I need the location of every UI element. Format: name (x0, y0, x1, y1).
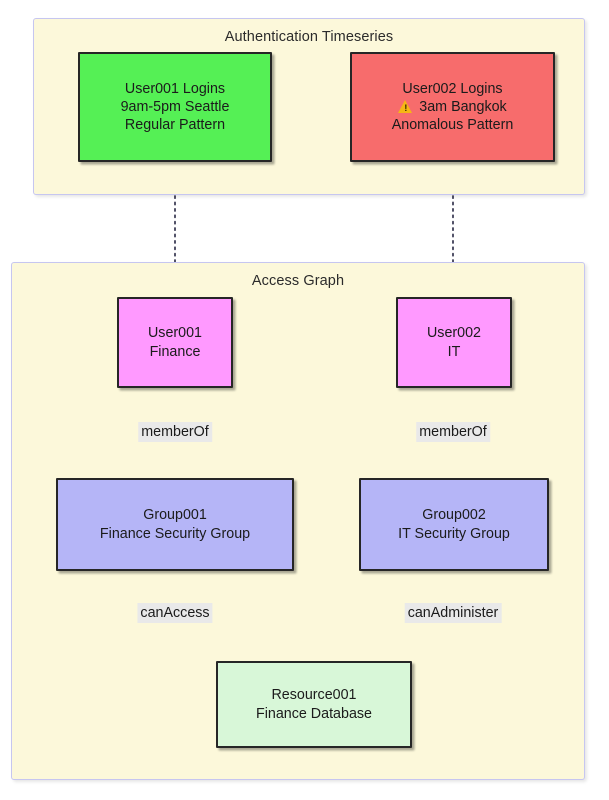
edge-label-canadminister: canAdminister (404, 603, 502, 623)
node-user001-line-2: Finance (149, 343, 201, 360)
warning-triangle-icon: ! (398, 99, 413, 114)
node-user002-logins-line-2-text: 3am Bangkok (419, 98, 507, 115)
node-group002[interactable]: Group002 IT Security Group (359, 478, 549, 571)
node-user002-logins-line-1: User002 Logins (402, 80, 503, 97)
node-user002-line-2: IT (447, 343, 461, 360)
node-group002-line-2: IT Security Group (398, 525, 510, 542)
subgraph-title-access-graph: Access Graph (251, 273, 345, 289)
subgraph-title-authentication-timeseries: Authentication Timeseries (224, 29, 394, 45)
node-user001[interactable]: User001 Finance (117, 297, 233, 388)
node-resource001[interactable]: Resource001 Finance Database (216, 661, 412, 748)
edge-label-memberof-right: memberOf (416, 422, 490, 442)
node-group002-line-1: Group002 (422, 507, 486, 524)
node-user002-logins[interactable]: User002 Logins ! 3am Bangkok Anomalous P… (350, 52, 555, 162)
node-user002-logins-line-2: ! 3am Bangkok (398, 98, 507, 116)
node-group001[interactable]: Group001 Finance Security Group (56, 478, 294, 571)
edge-label-memberof-left: memberOf (138, 422, 212, 442)
node-user001-logins-line-1: User001 Logins (124, 80, 226, 97)
node-resource001-line-2: Finance Database (255, 705, 373, 722)
edge-label-canaccess: canAccess (137, 603, 213, 623)
node-user002-logins-line-3: Anomalous Pattern (391, 117, 514, 134)
node-user001-logins-line-3: Regular Pattern (124, 117, 226, 134)
node-user002-line-1: User002 (426, 325, 482, 342)
node-user002[interactable]: User002 IT (396, 297, 512, 388)
node-user001-logins[interactable]: User001 Logins 9am-5pm Seattle Regular P… (78, 52, 272, 162)
node-group001-line-2: Finance Security Group (99, 525, 251, 542)
node-user001-line-1: User001 (147, 325, 203, 342)
node-user001-logins-line-2: 9am-5pm Seattle (120, 98, 230, 115)
node-group001-line-1: Group001 (143, 507, 207, 524)
node-resource001-line-1: Resource001 (271, 687, 357, 704)
